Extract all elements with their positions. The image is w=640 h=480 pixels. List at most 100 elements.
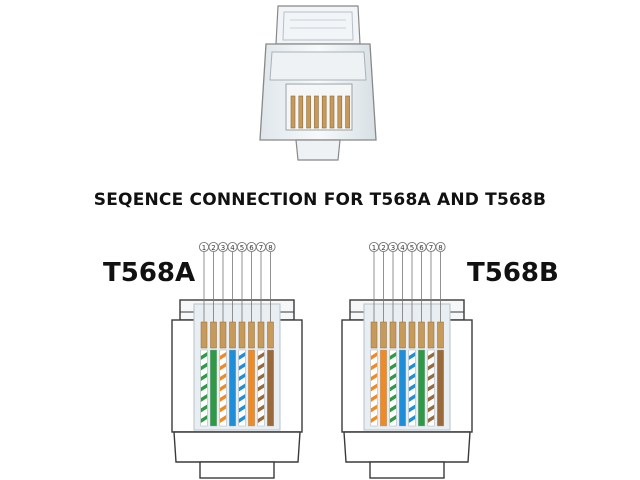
wire-stripe [427, 383, 435, 392]
pin-number: 7 [259, 244, 263, 252]
cable-jacket [199, 461, 275, 479]
wire [380, 349, 387, 427]
wire-stripe [408, 383, 416, 392]
pin-number: 6 [249, 244, 254, 252]
wire-stripe [219, 352, 227, 360]
gold-contact [210, 321, 217, 349]
pin-number: 4 [400, 244, 405, 252]
plug-boot [173, 431, 301, 463]
wire-stripe [219, 362, 227, 371]
wire-stripe [238, 394, 246, 402]
wire-stripe [257, 415, 265, 423]
pin-number: 4 [230, 244, 235, 252]
wire-stripe [238, 404, 246, 413]
gold-contact [321, 95, 327, 129]
wire-stripe [427, 415, 435, 423]
gold-contact [290, 95, 296, 129]
pin-number-circle [265, 241, 276, 253]
pin-number: 5 [410, 244, 414, 252]
gold-contact [298, 95, 304, 129]
wire-stripe [200, 352, 208, 360]
wire-stripe [408, 373, 416, 381]
wire-stripe [200, 415, 208, 423]
pin-number: 3 [221, 244, 225, 252]
pin-number: 7 [429, 244, 433, 252]
wire-stripe [200, 362, 208, 371]
wire-stripe [427, 373, 435, 381]
diagram-heading: SEQENCE CONNECTION FOR T568A AND T568B [93, 190, 547, 210]
wire-stripe [200, 394, 208, 402]
gold-contact [306, 95, 311, 129]
gold-contact [267, 321, 274, 349]
gold-contact [380, 321, 387, 349]
wire-stripe [370, 352, 378, 360]
gold-contact [257, 321, 265, 349]
wire-stripe [427, 404, 435, 413]
wire-stripe [370, 404, 378, 413]
wire [399, 349, 406, 427]
gold-contact [337, 95, 343, 129]
gold-contact [200, 321, 208, 349]
t568a-label: T568A [103, 258, 196, 288]
wire-stripe [427, 394, 435, 402]
wire-stripe [408, 404, 416, 413]
gold-contact [370, 321, 378, 349]
wire-stripe [408, 352, 416, 360]
pin-number: 1 [202, 244, 206, 252]
wire-stripe [238, 373, 246, 381]
pin-number: 1 [372, 244, 376, 252]
wire-stripe [389, 373, 397, 381]
gold-contact [427, 321, 435, 349]
wire-stripe [219, 394, 227, 402]
wire-stripe [370, 362, 378, 371]
wire-stripe [219, 415, 227, 423]
pin-number: 3 [391, 244, 395, 252]
wire [210, 349, 217, 427]
plug-inner-shell [193, 303, 281, 431]
wire [418, 349, 425, 427]
wire-stripe [238, 362, 246, 371]
wire-stripe [200, 373, 208, 381]
wire-stripe [427, 352, 435, 360]
gold-contact [345, 95, 350, 129]
wire-stripe [370, 383, 378, 392]
wire [437, 349, 444, 427]
wire-stripe [200, 383, 208, 392]
pin-number: 8 [268, 244, 272, 252]
wire [248, 349, 255, 427]
gold-contact [418, 321, 425, 349]
wire-stripe [238, 383, 246, 392]
wire [267, 349, 274, 427]
wire-stripe [219, 404, 227, 413]
wire-stripe [219, 383, 227, 392]
wire [229, 349, 236, 427]
plug-inner-shell [363, 303, 451, 431]
gold-contact [399, 321, 406, 349]
wire-stripe [389, 362, 397, 371]
wire-stripe [257, 362, 265, 371]
rj45-plug-illustration [259, 5, 377, 161]
wire-stripe [257, 373, 265, 381]
pin-number-circle [435, 241, 446, 253]
gold-contact [238, 321, 246, 349]
wire-stripe [257, 383, 265, 392]
wire-stripe [370, 394, 378, 402]
pin-number: 8 [438, 244, 442, 252]
wire-stripe [370, 415, 378, 423]
wire-stripe [257, 394, 265, 402]
gold-contact [229, 321, 236, 349]
gold-contact [437, 321, 444, 349]
pin-number: 6 [419, 244, 424, 252]
wire-stripe [427, 362, 435, 371]
pin-number: 2 [211, 244, 215, 252]
cable-jacket [369, 461, 445, 479]
wire-stripe [219, 373, 227, 381]
pin-number: 2 [381, 244, 385, 252]
wire-stripe [389, 394, 397, 402]
wire-stripe [238, 415, 246, 423]
gold-contact [219, 321, 227, 349]
gold-contact [248, 321, 255, 349]
